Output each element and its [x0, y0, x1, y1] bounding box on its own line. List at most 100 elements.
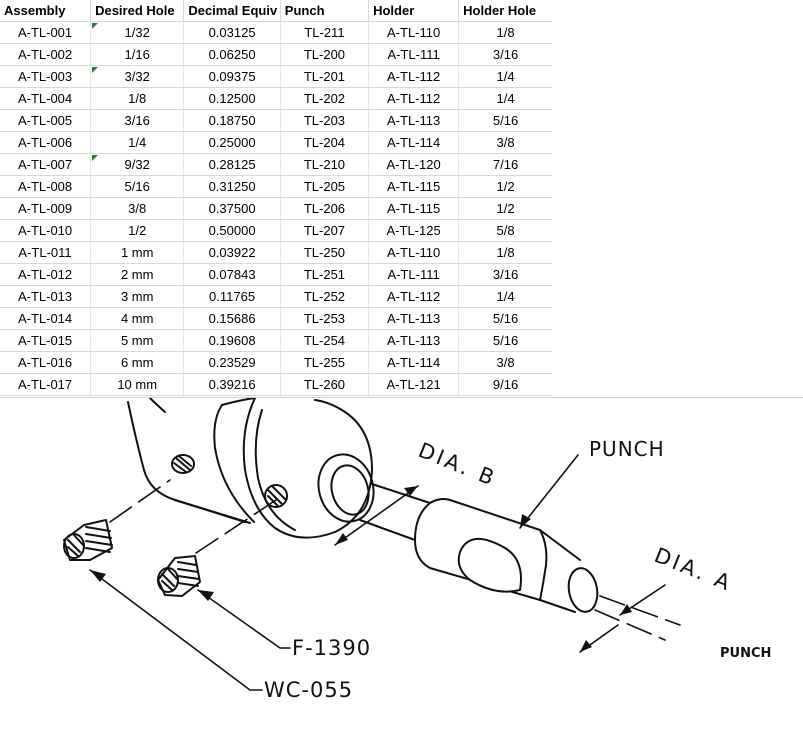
- cell-desired-hole[interactable]: 2 mm: [90, 263, 185, 286]
- cell-holder[interactable]: A-TL-113: [368, 307, 460, 330]
- cell-assembly[interactable]: A-TL-004: [0, 87, 92, 110]
- cell-holder-hole[interactable]: 5/16: [458, 109, 552, 132]
- cell-holder-hole[interactable]: 1/4: [458, 87, 552, 110]
- cell-holder[interactable]: A-TL-114: [368, 351, 460, 374]
- cell-decimal-equiv[interactable]: 0.07843: [183, 263, 281, 286]
- cell-holder[interactable]: A-TL-112: [368, 87, 460, 110]
- cell-decimal-equiv[interactable]: 0.19608: [183, 329, 281, 352]
- cell-holder[interactable]: A-TL-114: [368, 131, 460, 154]
- cell-holder-hole[interactable]: 1/8: [458, 241, 552, 264]
- cell-desired-hole[interactable]: 4 mm: [90, 307, 185, 330]
- col-header-holder[interactable]: Holder: [368, 0, 460, 22]
- cell-decimal-equiv[interactable]: 0.37500: [183, 197, 281, 220]
- col-header-holder-hole[interactable]: Holder Hole: [458, 0, 552, 22]
- cell-assembly[interactable]: A-TL-002: [0, 43, 92, 66]
- cell-assembly[interactable]: A-TL-005: [0, 109, 92, 132]
- cell-desired-hole[interactable]: 1 mm: [90, 241, 185, 264]
- cell-decimal-equiv[interactable]: 0.03922: [183, 241, 281, 264]
- cell-holder-hole[interactable]: 1/8: [458, 21, 552, 44]
- cell-decimal-equiv[interactable]: 0.18750: [183, 109, 281, 132]
- cell-holder[interactable]: A-TL-111: [368, 263, 460, 286]
- cell-assembly[interactable]: A-TL-003: [0, 65, 92, 88]
- cell-holder-hole[interactable]: 9/16: [458, 373, 552, 396]
- cell-holder-hole[interactable]: 1/4: [458, 65, 552, 88]
- cell-punch[interactable]: TL-202: [280, 87, 370, 110]
- col-header-desired-hole[interactable]: Desired Hole: [90, 0, 185, 22]
- cell-assembly[interactable]: A-TL-011: [0, 241, 92, 264]
- cell-punch[interactable]: TL-207: [280, 219, 370, 242]
- cell-assembly[interactable]: A-TL-016: [0, 351, 92, 374]
- cell-punch[interactable]: TL-253: [280, 307, 370, 330]
- cell-assembly[interactable]: A-TL-017: [0, 373, 92, 396]
- cell-assembly[interactable]: A-TL-008: [0, 175, 92, 198]
- cell-punch[interactable]: TL-255: [280, 351, 370, 374]
- cell-punch[interactable]: TL-254: [280, 329, 370, 352]
- cell-assembly[interactable]: A-TL-006: [0, 131, 92, 154]
- cell-decimal-equiv[interactable]: 0.39216: [183, 373, 281, 396]
- cell-assembly[interactable]: A-TL-010: [0, 219, 92, 242]
- cell-holder[interactable]: A-TL-115: [368, 175, 460, 198]
- col-header-assembly[interactable]: Assembly: [0, 0, 92, 22]
- cell-holder-hole[interactable]: 3/16: [458, 43, 552, 66]
- cell-holder[interactable]: A-TL-110: [368, 241, 460, 264]
- cell-desired-hole[interactable]: 3/8: [90, 197, 185, 220]
- cell-punch[interactable]: TL-201: [280, 65, 370, 88]
- cell-decimal-equiv[interactable]: 0.06250: [183, 43, 281, 66]
- cell-holder-hole[interactable]: 5/8: [458, 219, 552, 242]
- cell-punch[interactable]: TL-250: [280, 241, 370, 264]
- cell-desired-hole[interactable]: 9/32: [90, 153, 185, 176]
- cell-desired-hole[interactable]: 10 mm: [90, 373, 185, 396]
- cell-decimal-equiv[interactable]: 0.28125: [183, 153, 281, 176]
- cell-decimal-equiv[interactable]: 0.12500: [183, 87, 281, 110]
- cell-punch[interactable]: TL-206: [280, 197, 370, 220]
- cell-holder-hole[interactable]: 7/16: [458, 153, 552, 176]
- cell-punch[interactable]: TL-200: [280, 43, 370, 66]
- cell-desired-hole[interactable]: 1/32: [90, 21, 185, 44]
- cell-punch[interactable]: TL-210: [280, 153, 370, 176]
- cell-desired-hole[interactable]: 1/16: [90, 43, 185, 66]
- cell-assembly[interactable]: A-TL-001: [0, 21, 92, 44]
- cell-holder[interactable]: A-TL-110: [368, 21, 460, 44]
- cell-decimal-equiv[interactable]: 0.03125: [183, 21, 281, 44]
- comment-indicator-icon[interactable]: [92, 67, 99, 73]
- cell-holder[interactable]: A-TL-113: [368, 109, 460, 132]
- cell-holder-hole[interactable]: 3/16: [458, 263, 552, 286]
- cell-punch[interactable]: TL-205: [280, 175, 370, 198]
- cell-decimal-equiv[interactable]: 0.23529: [183, 351, 281, 374]
- cell-holder-hole[interactable]: 1/2: [458, 197, 552, 220]
- cell-decimal-equiv[interactable]: 0.11765: [183, 285, 281, 308]
- cell-decimal-equiv[interactable]: 0.15686: [183, 307, 281, 330]
- cell-assembly[interactable]: A-TL-012: [0, 263, 92, 286]
- cell-punch[interactable]: TL-251: [280, 263, 370, 286]
- cell-desired-hole[interactable]: 1/8: [90, 87, 185, 110]
- cell-assembly[interactable]: A-TL-013: [0, 285, 92, 308]
- cell-decimal-equiv[interactable]: 0.09375: [183, 65, 281, 88]
- cell-punch[interactable]: TL-204: [280, 131, 370, 154]
- cell-holder[interactable]: A-TL-115: [368, 197, 460, 220]
- cell-desired-hole[interactable]: 5 mm: [90, 329, 185, 352]
- cell-holder-hole[interactable]: 1/2: [458, 175, 552, 198]
- cell-punch[interactable]: TL-203: [280, 109, 370, 132]
- cell-desired-hole[interactable]: 6 mm: [90, 351, 185, 374]
- cell-holder[interactable]: A-TL-125: [368, 219, 460, 242]
- comment-indicator-icon[interactable]: [92, 23, 99, 29]
- cell-holder[interactable]: A-TL-112: [368, 65, 460, 88]
- cell-punch[interactable]: TL-252: [280, 285, 370, 308]
- cell-desired-hole[interactable]: 1/4: [90, 131, 185, 154]
- cell-holder-hole[interactable]: 3/8: [458, 351, 552, 374]
- cell-assembly[interactable]: A-TL-007: [0, 153, 92, 176]
- cell-punch[interactable]: TL-260: [280, 373, 370, 396]
- cell-holder-hole[interactable]: 5/16: [458, 307, 552, 330]
- col-header-punch[interactable]: Punch: [280, 0, 370, 22]
- cell-decimal-equiv[interactable]: 0.50000: [183, 219, 281, 242]
- cell-desired-hole[interactable]: 3/16: [90, 109, 185, 132]
- cell-punch[interactable]: TL-211: [280, 21, 370, 44]
- cell-desired-hole[interactable]: 5/16: [90, 175, 185, 198]
- cell-holder-hole[interactable]: 3/8: [458, 131, 552, 154]
- cell-holder[interactable]: A-TL-120: [368, 153, 460, 176]
- cell-decimal-equiv[interactable]: 0.31250: [183, 175, 281, 198]
- comment-indicator-icon[interactable]: [92, 155, 99, 161]
- cell-holder[interactable]: A-TL-112: [368, 285, 460, 308]
- cell-holder[interactable]: A-TL-121: [368, 373, 460, 396]
- cell-assembly[interactable]: A-TL-014: [0, 307, 92, 330]
